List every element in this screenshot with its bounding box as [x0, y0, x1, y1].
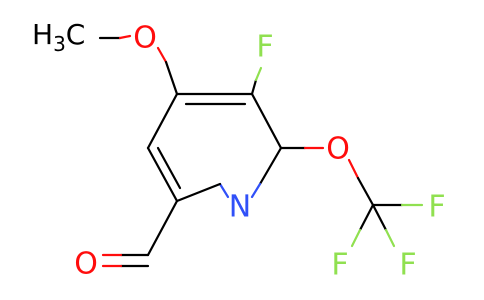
methyl-h: H — [32, 18, 53, 51]
bond-c6-c5-double — [156, 146, 182, 190]
bond-c6-cho — [146, 199, 179, 257]
bond-cf3-f2-green — [350, 228, 362, 248]
bond-c6-c5 — [146, 146, 179, 203]
bond-cf3-f2 — [358, 203, 375, 232]
cf3-fluorine-right: F — [428, 190, 445, 225]
bond-methyl-o-red — [118, 34, 132, 40]
bond-c3-f — [250, 78, 258, 96]
aldehyde-oxygen: O — [74, 247, 98, 282]
bond-cf3-f3 — [371, 203, 388, 232]
bonds — [98, 34, 424, 268]
bond-c3-c2 — [250, 92, 283, 150]
cf3-fluorine-bottom-right: F — [399, 248, 416, 283]
bond-o-cf3 — [356, 176, 375, 207]
bond-c3-f-green — [254, 66, 263, 82]
ring-nitrogen: N — [229, 190, 251, 225]
bond-c2-n-blue — [250, 182, 262, 199]
methyl-c: C — [66, 18, 86, 51]
cf3-fluorine-bottom-left: F — [331, 248, 348, 283]
ether-oxygen: O — [326, 132, 350, 167]
bond-o-c4 — [164, 60, 179, 96]
bond-o-cf3-red — [347, 158, 360, 180]
bond-n-c6 — [175, 182, 222, 203]
bond-c2-n — [258, 146, 283, 186]
fluoro-fluorine: F — [256, 30, 273, 65]
bond-o-c4-red — [156, 46, 168, 64]
methyl-subscript: 3 — [53, 32, 66, 56]
atom-labels: H3C O F N O F F F O — [32, 18, 446, 283]
bond-c5-c4 — [146, 92, 179, 150]
bond-n-c6-blue — [218, 182, 230, 199]
methyl-label: H3C — [32, 18, 85, 56]
methoxy-oxygen: O — [133, 21, 157, 56]
bond-cf3-f3-green — [384, 228, 396, 248]
